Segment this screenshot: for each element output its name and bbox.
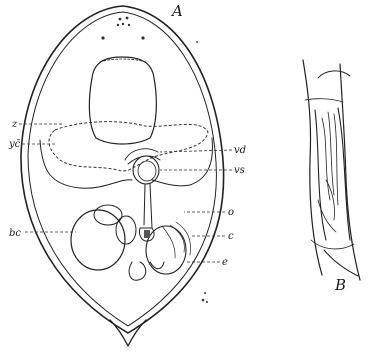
pharynx <box>89 57 156 144</box>
panel-a-label: A <box>170 2 183 20</box>
genital-pore <box>202 299 208 303</box>
label-yc: yc̄ <box>8 139 21 150</box>
panel-a-drawing <box>19 6 232 346</box>
label-bc: bc <box>9 228 21 239</box>
panel-b-duct-outer <box>315 108 350 240</box>
outer-body-wall <box>21 6 224 333</box>
panel-b-top <box>318 71 350 78</box>
seminal-vesicle-inner <box>138 161 156 181</box>
uterus <box>129 262 164 280</box>
label-e: e <box>222 257 228 268</box>
panel-b-base <box>324 250 358 276</box>
label-c: c <box>228 231 234 242</box>
panel-b-wall-left <box>303 60 322 275</box>
copulatory-organ-core <box>144 230 150 238</box>
inner-body-wall <box>28 12 216 326</box>
panel-b-drawing <box>303 60 360 280</box>
label-o: o <box>228 207 234 218</box>
panel-b-label: B <box>334 276 346 294</box>
label-vd: vd <box>234 145 246 156</box>
ovary <box>146 226 186 274</box>
copulatory-duct <box>144 184 152 228</box>
label-z: z <box>11 119 18 130</box>
label-vs: vs <box>234 165 245 176</box>
bursa-lobe-mid <box>116 216 136 244</box>
panel-b-wall-right <box>340 64 360 280</box>
bursa-copulatrix <box>71 210 125 270</box>
